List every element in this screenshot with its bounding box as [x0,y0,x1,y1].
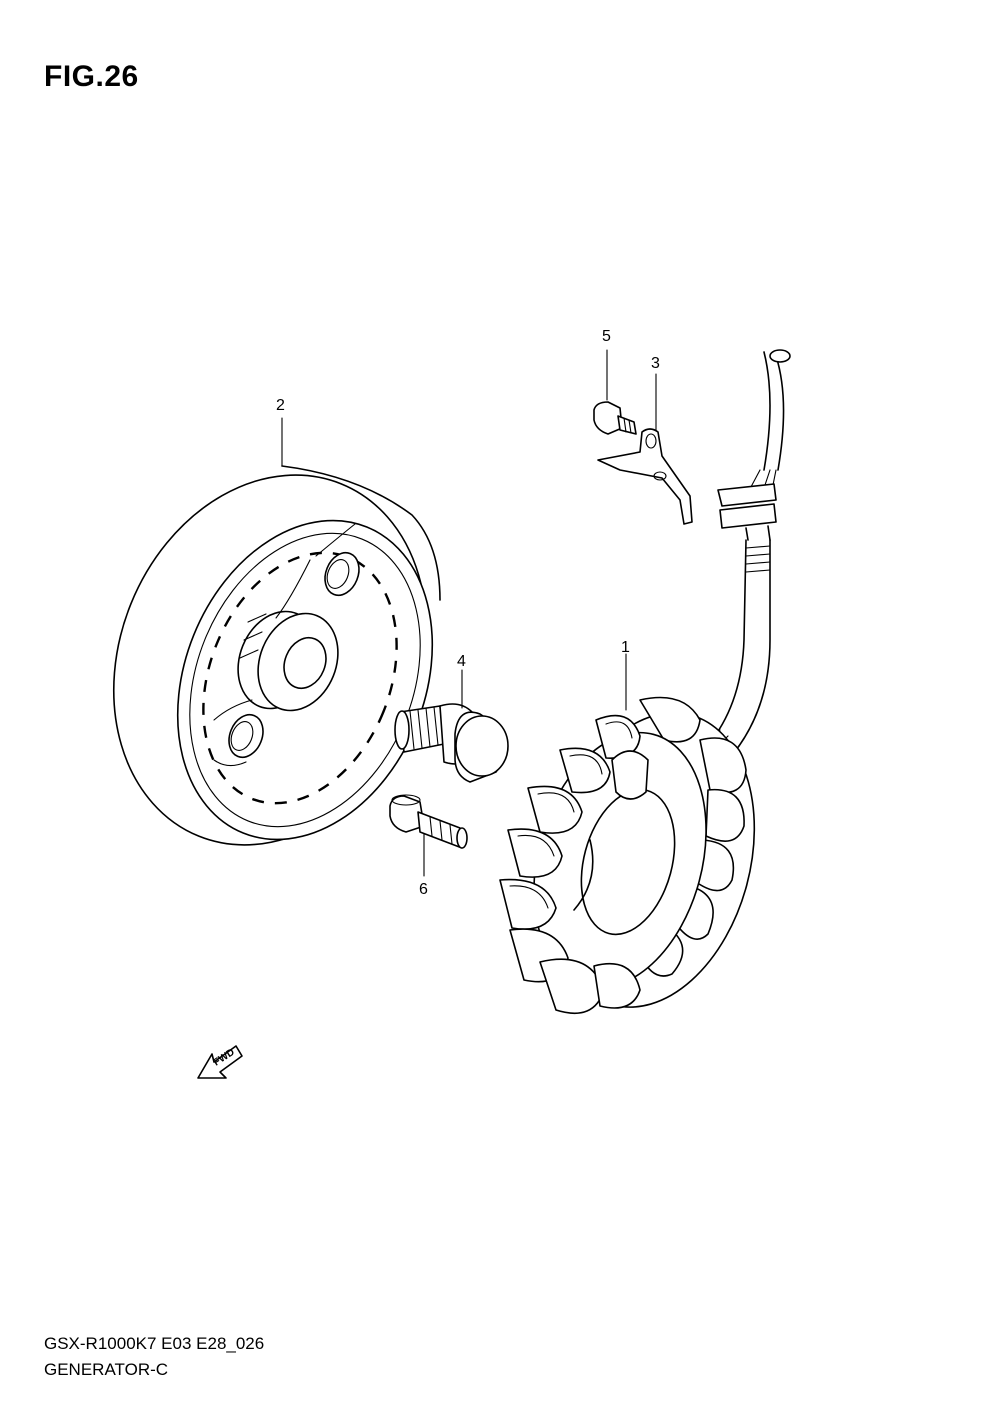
model-code: GSX-R1000K7 E03 E28_026 [44,1334,265,1353]
rotor-part-2 [112,465,441,846]
callout-5: 5 [602,328,611,345]
stator-bolt-part-6 [389,794,468,849]
stator-part-1 [499,349,791,1014]
figure-name: GENERATOR-C [44,1360,169,1379]
rotor-bolt-part-4 [394,703,509,783]
screw-part-5 [593,401,637,435]
callout-4: 4 [457,653,466,670]
callout-1: 1 [621,639,630,656]
fwd-direction-arrow: FWD [197,1045,243,1079]
figure-title: FIG.26 [44,60,139,93]
callout-6: 6 [419,881,428,898]
callout-2: 2 [276,397,285,414]
callout-3: 3 [651,355,660,372]
clamp-part-3 [597,428,693,525]
